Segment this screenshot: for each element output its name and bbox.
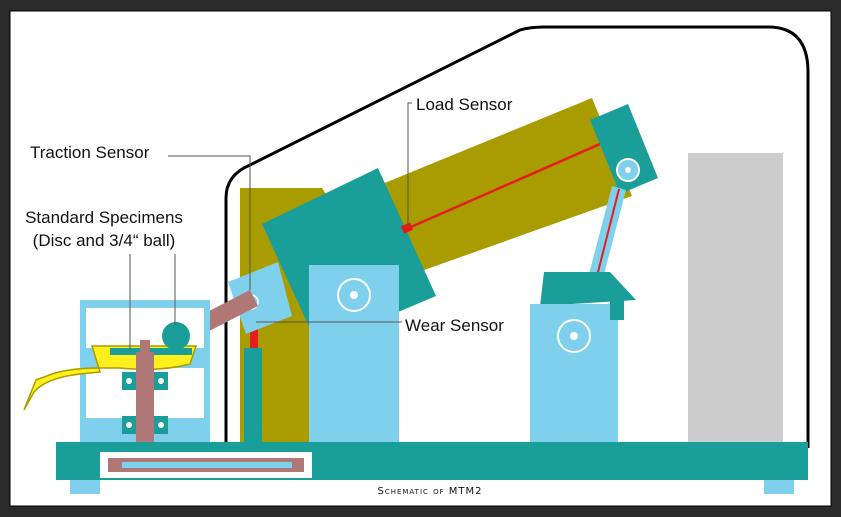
ball-specimen — [162, 322, 190, 350]
right-pivot-wheel — [557, 319, 591, 353]
right-pivot-block — [530, 304, 618, 442]
base-foot-left — [70, 480, 100, 494]
traction-pivot — [228, 262, 292, 334]
diagram-caption: Schematic of MTM2 — [377, 486, 482, 497]
base-foot-right — [764, 480, 794, 494]
traction-sensor-label: Traction Sensor — [30, 143, 150, 162]
wear-sensor-label: Wear Sensor — [405, 316, 504, 335]
standard-specimens-label: Standard Specimens — [25, 208, 183, 227]
load-sensor-leader — [407, 102, 412, 226]
load-sensor-label: Load Sensor — [416, 95, 513, 114]
machine-housing — [224, 25, 810, 448]
disc-specimen — [110, 348, 192, 355]
gray-block — [688, 153, 783, 443]
drive-shaft — [136, 352, 154, 458]
load-sensor-marker — [400, 222, 414, 234]
right-pivot-cap — [540, 272, 636, 306]
arm-end-block — [590, 104, 658, 194]
standard-specimens-sublabel: (Disc and 3/4“ ball) — [33, 231, 176, 250]
lower-column — [244, 348, 262, 444]
center-pivot-wheel — [337, 278, 371, 312]
olive-column-top — [240, 188, 330, 200]
load-sensor-line — [403, 128, 633, 232]
traction-sensor-leader — [168, 155, 251, 290]
